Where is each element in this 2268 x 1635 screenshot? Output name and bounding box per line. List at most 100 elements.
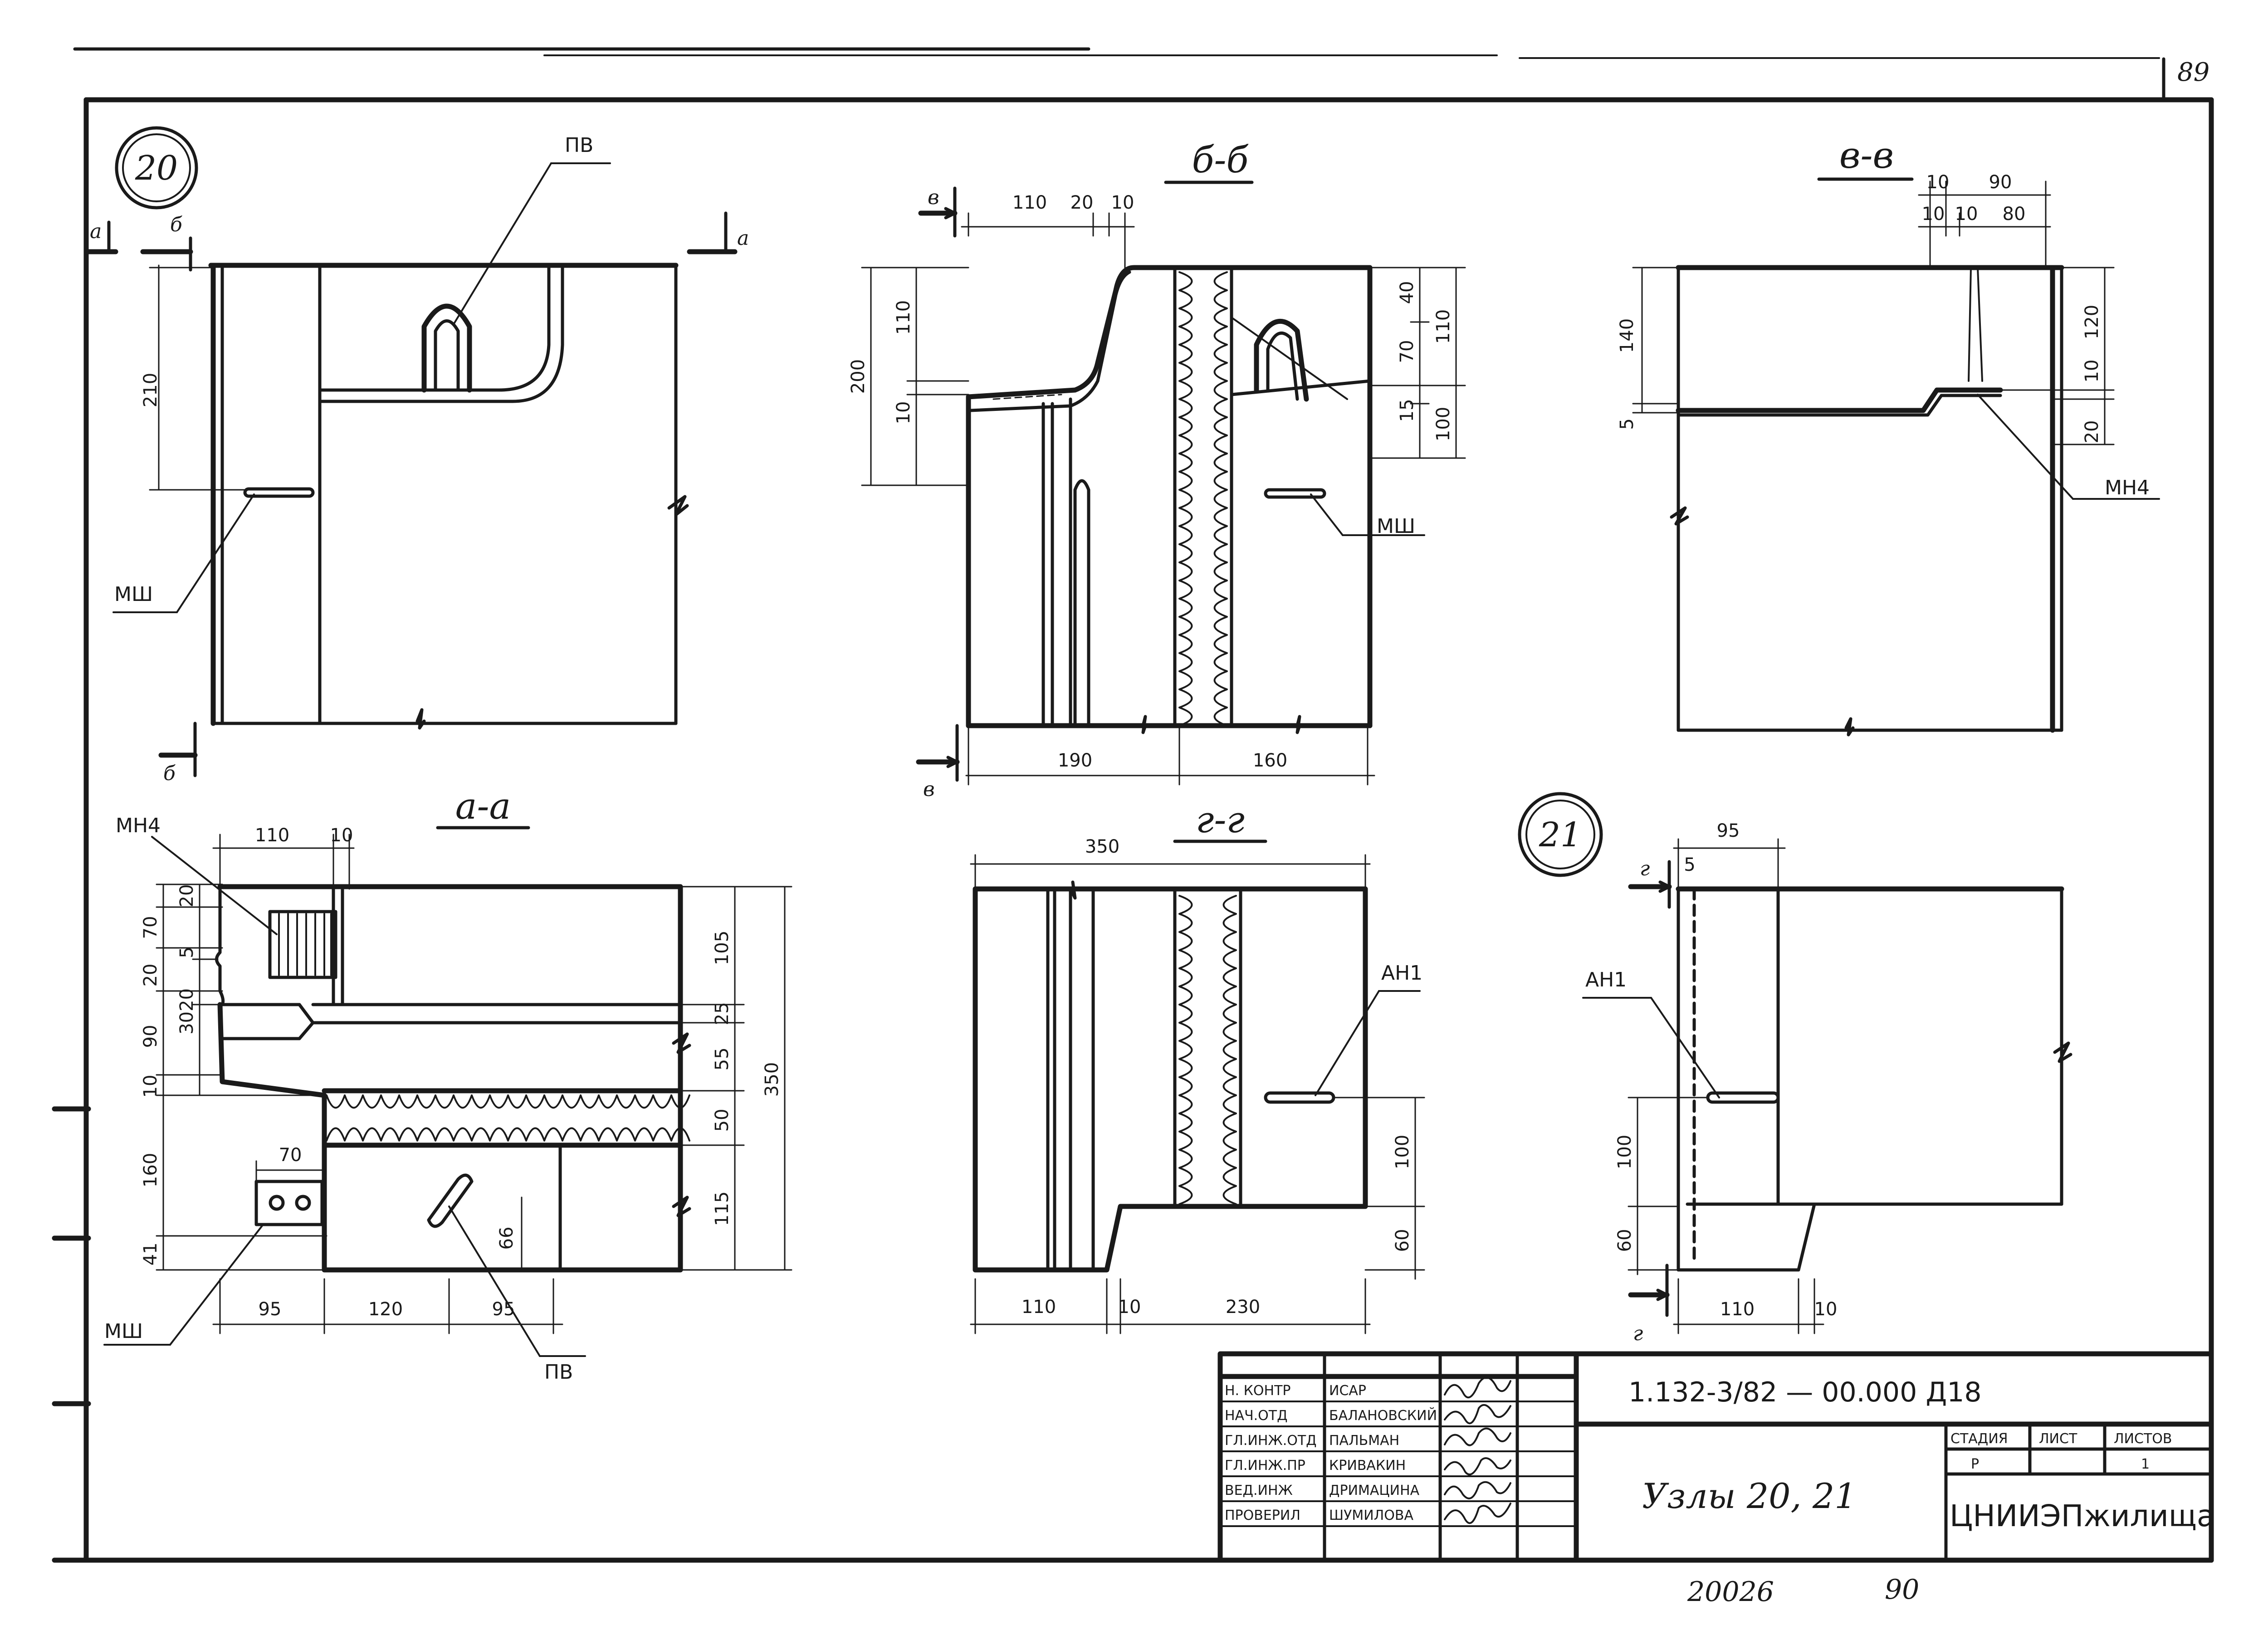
dim-210: 210 xyxy=(140,373,161,407)
dim-aa-20b: 20 xyxy=(140,964,161,987)
section-mark-a-right: a xyxy=(737,227,749,250)
cut-v-top: в xyxy=(928,186,939,209)
dim-aa-70b: 70 xyxy=(279,1145,302,1166)
label-mn4-aa: МН4 xyxy=(116,814,161,837)
dim-aa-25: 25 xyxy=(712,1002,733,1025)
cut-v-bottom: в xyxy=(923,778,935,801)
dim-gg-100: 100 xyxy=(1392,1135,1413,1169)
section-gg-view: г-г 350 АН1 100 60 110 1 xyxy=(970,799,1425,1334)
dim-bb-10-top: 10 xyxy=(1111,192,1134,213)
label-mn4-vv: МН4 xyxy=(2105,476,2150,499)
dim-bb-40: 40 xyxy=(1397,281,1418,304)
signatures xyxy=(1444,1376,1511,1524)
dim-bb-100: 100 xyxy=(1433,407,1454,441)
dim-aa-50: 50 xyxy=(712,1109,733,1132)
dim-aa-95b: 95 xyxy=(492,1299,515,1320)
dim-21-60: 60 xyxy=(1614,1229,1635,1252)
label-msh-node20: МШ xyxy=(114,583,153,606)
dim-aa-10: 10 xyxy=(140,1075,161,1098)
dim-aa-95a: 95 xyxy=(259,1299,282,1320)
dim-vv-10c: 10 xyxy=(1955,204,1978,225)
tb-role-5: ПРОВЕРИЛ xyxy=(1225,1508,1300,1523)
label-pv-aa: ПВ xyxy=(544,1361,573,1384)
dim-gg-110: 110 xyxy=(1022,1297,1056,1318)
dim-bb-10-left: 10 xyxy=(893,401,914,425)
document-code: 1.132-3/82 — 00.000 Д18 xyxy=(1628,1376,1982,1408)
dim-gg-60: 60 xyxy=(1392,1229,1413,1252)
sheets-value: 1 xyxy=(2141,1456,2150,1472)
dim-aa-3020: 3020 xyxy=(176,988,197,1035)
dim-21-100: 100 xyxy=(1614,1135,1635,1169)
dim-bb-200: 200 xyxy=(848,359,869,394)
label-an1-gg: АН1 xyxy=(1381,961,1422,985)
tb-role-1: НАЧ.ОТД xyxy=(1225,1408,1288,1424)
dim-bb-110-right: 110 xyxy=(1433,309,1454,344)
stage-header: СТАДИЯ xyxy=(1950,1431,2008,1447)
dim-bb-160: 160 xyxy=(1253,750,1287,771)
anchor-msh xyxy=(243,487,315,498)
node-21-view: 21 г г 95 5 АН1 100 60 xyxy=(1518,792,2072,1345)
section-vv-title: в-в xyxy=(1839,134,1894,176)
tb-name-0: ИСАР xyxy=(1329,1383,1366,1399)
dim-aa-350: 350 xyxy=(762,1062,782,1097)
section-bb-title: б-б xyxy=(1192,139,1249,181)
dim-vv-120: 120 xyxy=(2082,305,2102,339)
node-21-number: 21 xyxy=(1539,815,1582,854)
dim-gg-230: 230 xyxy=(1226,1297,1260,1318)
dim-aa-20a: 20 xyxy=(176,884,197,908)
dim-bb-20: 20 xyxy=(1070,192,1094,213)
drawing-title: Узлы 20, 21 xyxy=(1642,1476,1857,1516)
stage-value: Р xyxy=(1971,1456,1979,1472)
node-20-bubble xyxy=(115,126,198,210)
tb-name-3: КРИВАКИН xyxy=(1329,1458,1406,1474)
stamp-number-2: 90 xyxy=(1885,1574,1919,1606)
dim-vv-90: 90 xyxy=(1989,172,2012,193)
tb-name-4: ДРИМАЦИНА xyxy=(1329,1483,1420,1498)
cut-g-top: г xyxy=(1640,857,1650,880)
tb-role-3: ГЛ.ИНЖ.ПР xyxy=(1225,1458,1305,1474)
dim-vv-5: 5 xyxy=(1617,418,1637,429)
dim-21-10: 10 xyxy=(1814,1299,1838,1320)
dim-aa-10-top: 10 xyxy=(330,825,353,846)
sheet-header: ЛИСТ xyxy=(2039,1431,2077,1447)
dim-21-5: 5 xyxy=(1684,854,1695,875)
stamp-number: 20026 xyxy=(1687,1576,1774,1608)
cut-g-bottom: г xyxy=(1633,1322,1643,1345)
dim-vv-10r: 10 xyxy=(2082,360,2102,383)
label-pv-node20: ПВ xyxy=(565,134,593,157)
section-gg-title: г-г xyxy=(1196,799,1245,841)
section-bb-view: б-б в в 110 20 10 200 110 10 xyxy=(848,139,1466,801)
dim-aa-90: 90 xyxy=(140,1025,161,1048)
sheet-frame: 89 xyxy=(52,47,2214,1563)
lifting-loop-pv-aa xyxy=(427,1173,474,1228)
dim-gg-350: 350 xyxy=(1085,836,1119,857)
dim-bb-70: 70 xyxy=(1397,340,1418,363)
embedded-plate-mn4 xyxy=(268,910,337,979)
tb-name-1: БАЛАНОВСКИЙ xyxy=(1329,1407,1437,1424)
insulation-layer-aa xyxy=(326,1094,690,1109)
section-mark-b-top: б xyxy=(170,213,182,236)
dim-vv-140: 140 xyxy=(1617,318,1637,353)
sheets-header: ЛИСТОВ xyxy=(2114,1431,2172,1447)
dim-aa-55: 55 xyxy=(712,1048,733,1071)
dim-21-110: 110 xyxy=(1720,1299,1755,1320)
tb-name-2: ПАЛЬМАН xyxy=(1329,1433,1399,1449)
label-an1-21: АН1 xyxy=(1585,968,1627,991)
lifting-loop-pv xyxy=(421,303,472,393)
dim-aa-160: 160 xyxy=(140,1153,161,1187)
dim-aa-66: 66 xyxy=(496,1227,517,1250)
node-21-bubble xyxy=(1518,792,1603,877)
insulation-layer-bb xyxy=(1173,266,1233,727)
section-mark-b-bottom: б xyxy=(163,762,176,785)
tb-role-0: Н. КОНТР xyxy=(1225,1383,1291,1399)
dim-aa-120: 120 xyxy=(368,1299,403,1320)
label-msh-bb: МШ xyxy=(1377,515,1415,538)
tb-name-5: ШУМИЛОВА xyxy=(1329,1508,1413,1523)
dim-aa-115: 115 xyxy=(712,1191,733,1226)
dim-aa-105: 105 xyxy=(712,931,733,965)
section-aa-title: а-а xyxy=(455,785,511,827)
dim-aa-41: 41 xyxy=(140,1243,161,1266)
dim-aa-5: 5 xyxy=(176,947,197,958)
label-msh-aa: МШ xyxy=(104,1320,143,1343)
